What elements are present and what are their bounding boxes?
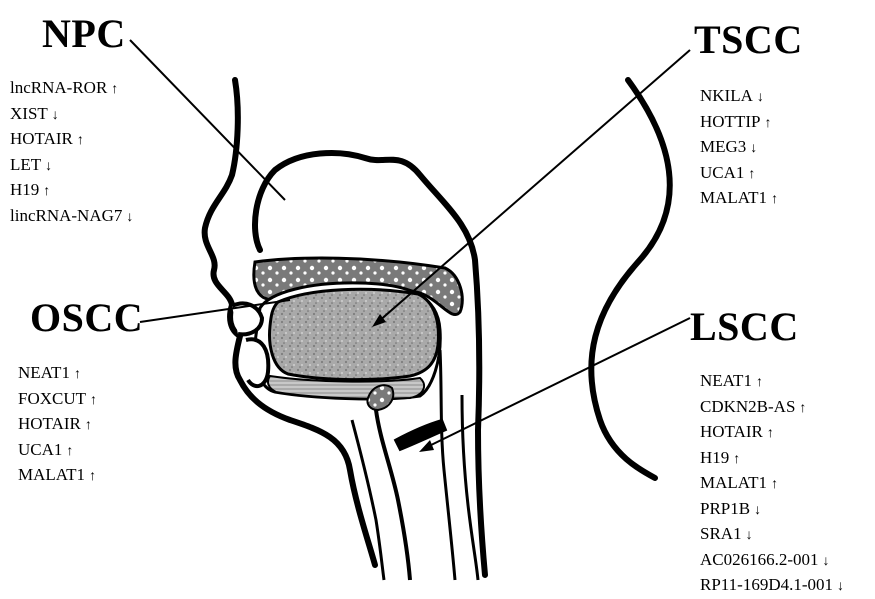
up-arrow-icon: ↑ — [771, 188, 778, 212]
lncrna-name: MALAT1 — [700, 188, 767, 207]
lncrna-name: PRP1B — [700, 499, 750, 518]
tscc-lncrna-list: NKILA↓HOTTIP↑MEG3↓UCA1↑MALAT1↑ — [700, 84, 778, 212]
lncrna-name: NEAT1 — [700, 371, 752, 390]
npc-lncrna-item: lncRNA-ROR↑ — [10, 76, 133, 102]
lncrna-name: NEAT1 — [18, 363, 70, 382]
lscc-lncrna-item: SRA1↓ — [700, 522, 844, 548]
lscc-lncrna-item: H19↑ — [700, 446, 844, 472]
lncrna-name: UCA1 — [18, 440, 62, 459]
tscc-lncrna-item: HOTTIP↑ — [700, 110, 778, 136]
lncrna-name: FOXCUT — [18, 389, 86, 408]
tongue — [270, 289, 439, 379]
up-arrow-icon: ↑ — [799, 397, 806, 421]
up-arrow-icon: ↑ — [77, 129, 84, 153]
lscc-lncrna-list: NEAT1↑CDKN2B-AS↑HOTAIR↑H19↑MALAT1↑PRP1B↓… — [700, 369, 844, 599]
lncrna-name: XIST — [10, 104, 48, 123]
oscc-lncrna-list: NEAT1↑FOXCUT↑HOTAIR↑UCA1↑MALAT1↑ — [18, 361, 97, 489]
tscc-title: TSCC — [694, 20, 803, 60]
lncrna-name: AC026166.2-001 — [700, 550, 819, 569]
lscc-lncrna-item: AC026166.2-001↓ — [700, 548, 844, 574]
lscc-title: LSCC — [690, 307, 799, 347]
trachea-back — [440, 350, 455, 580]
up-arrow-icon: ↑ — [90, 389, 97, 413]
lscc-pointer — [425, 318, 690, 448]
up-arrow-icon: ↑ — [85, 414, 92, 438]
up-arrow-icon: ↑ — [756, 371, 763, 395]
down-arrow-icon: ↓ — [750, 137, 757, 161]
lscc-lncrna-item: CDKN2B-AS↑ — [700, 395, 844, 421]
down-arrow-icon: ↓ — [45, 155, 52, 179]
oscc-lncrna-item: HOTAIR↑ — [18, 412, 97, 438]
lncrna-name: lncRNA-ROR — [10, 78, 107, 97]
lscc-lncrna-item: HOTAIR↑ — [700, 420, 844, 446]
oscc-lncrna-item: NEAT1↑ — [18, 361, 97, 387]
npc-lncrna-item: HOTAIR↑ — [10, 127, 133, 153]
lncrna-name: MEG3 — [700, 137, 746, 156]
lscc-lncrna-item: NEAT1↑ — [700, 369, 844, 395]
down-arrow-icon: ↓ — [823, 550, 830, 574]
npc-lncrna-list: lncRNA-ROR↑XIST↓HOTAIR↑LET↓H19↑lincRNA-N… — [10, 76, 133, 229]
lncrna-name: LET — [10, 155, 41, 174]
lncrna-name: HOTTIP — [700, 112, 760, 131]
vocal-fold — [395, 420, 446, 450]
lncrna-name: MALAT1 — [18, 465, 85, 484]
up-arrow-icon: ↑ — [43, 180, 50, 204]
lscc-lncrna-item: MALAT1↑ — [700, 471, 844, 497]
lncrna-name: NKILA — [700, 86, 753, 105]
lscc-lncrna-item: PRP1B↓ — [700, 497, 844, 523]
up-arrow-icon: ↑ — [764, 112, 771, 136]
up-arrow-icon: ↑ — [748, 163, 755, 187]
oscc-title: OSCC — [30, 298, 143, 338]
lncrna-name: HOTAIR — [700, 422, 763, 441]
oscc-lncrna-item: MALAT1↑ — [18, 463, 97, 489]
lncrna-name: HOTAIR — [18, 414, 81, 433]
down-arrow-icon: ↓ — [757, 86, 764, 110]
npc-lncrna-item: XIST↓ — [10, 102, 133, 128]
lncrna-name: SRA1 — [700, 524, 742, 543]
npc-title: NPC — [42, 14, 126, 54]
tscc-lncrna-item: MALAT1↑ — [700, 186, 778, 212]
tscc-lncrna-item: MEG3↓ — [700, 135, 778, 161]
up-arrow-icon: ↑ — [767, 422, 774, 446]
up-arrow-icon: ↑ — [89, 465, 96, 489]
npc-lncrna-item: lincRNA-NAG7↓ — [10, 204, 133, 230]
up-arrow-icon: ↑ — [733, 448, 740, 472]
npc-lncrna-item: H19↑ — [10, 178, 133, 204]
lncrna-name: HOTAIR — [10, 129, 73, 148]
tscc-pointer — [378, 50, 690, 322]
down-arrow-icon: ↓ — [837, 575, 844, 599]
lncrna-name: lincRNA-NAG7 — [10, 206, 122, 225]
up-arrow-icon: ↑ — [771, 473, 778, 497]
oscc-lncrna-item: FOXCUT↑ — [18, 387, 97, 413]
down-arrow-icon: ↓ — [52, 104, 59, 128]
lower-lip — [246, 339, 268, 386]
oscc-lncrna-item: UCA1↑ — [18, 438, 97, 464]
lncrna-name: H19 — [700, 448, 729, 467]
down-arrow-icon: ↓ — [746, 524, 753, 548]
lncrna-name: CDKN2B-AS — [700, 397, 795, 416]
lscc-lncrna-item: RP11-169D4.1-001↓ — [700, 573, 844, 599]
up-arrow-icon: ↑ — [74, 363, 81, 387]
up-arrow-icon: ↑ — [66, 440, 73, 464]
down-arrow-icon: ↓ — [126, 206, 133, 230]
tscc-lncrna-item: NKILA↓ — [700, 84, 778, 110]
tscc-lncrna-item: UCA1↑ — [700, 161, 778, 187]
lncrna-name: UCA1 — [700, 163, 744, 182]
down-arrow-icon: ↓ — [754, 499, 761, 523]
back-of-head — [591, 80, 669, 478]
lncrna-name: H19 — [10, 180, 39, 199]
up-arrow-icon: ↑ — [111, 78, 118, 102]
npc-lncrna-item: LET↓ — [10, 153, 133, 179]
lncrna-name: MALAT1 — [700, 473, 767, 492]
lncrna-name: RP11-169D4.1-001 — [700, 575, 833, 594]
npc-pointer — [130, 40, 285, 200]
